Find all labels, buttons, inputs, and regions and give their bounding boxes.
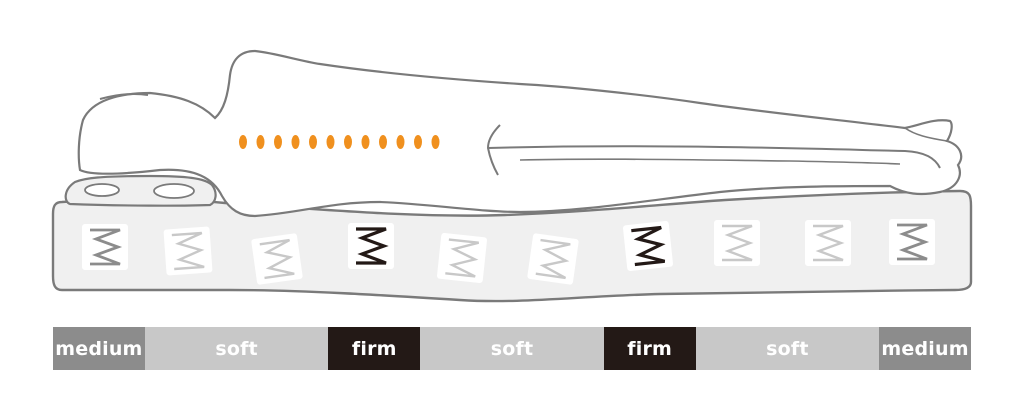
pillow-hole (84, 183, 120, 197)
spring-coil-soft (251, 233, 303, 285)
zone-soft: soft (420, 327, 604, 370)
spine-dot (414, 135, 422, 149)
zone-soft: soft (144, 327, 329, 370)
spring-coil-soft (437, 233, 487, 283)
zone-medium: medium (879, 327, 971, 370)
zone-firm: firm (328, 327, 421, 370)
spine-dot (309, 135, 317, 149)
spine-dot (326, 135, 335, 149)
spine-alignment-dots (239, 135, 440, 149)
zone-soft: soft (695, 327, 880, 370)
spine-dot (379, 135, 387, 149)
spring-coil-soft (527, 233, 579, 285)
zone-medium: medium (53, 327, 145, 370)
spine-dot (431, 135, 440, 149)
zone-firm: firm (603, 327, 696, 370)
spring-coil-soft (163, 226, 213, 276)
spine-dot (291, 135, 300, 149)
pillow-hole (153, 183, 195, 199)
arm-outline (487, 145, 941, 169)
spring-coil-medium (82, 224, 128, 270)
spring-coils (82, 219, 935, 285)
leg-line (519, 158, 901, 165)
spring-coil-soft (714, 220, 760, 266)
spring-coil-firm (348, 223, 394, 269)
body-outline (77, 49, 963, 218)
elbow-outline (486, 124, 501, 176)
spring-coil-medium (889, 219, 935, 265)
spring-coil-soft (805, 220, 851, 266)
spring-coil-firm (623, 221, 673, 271)
hair-line (99, 93, 149, 100)
spine-dot (396, 135, 405, 149)
spine-dot (361, 135, 370, 149)
spine-dot (256, 135, 265, 149)
foot-line (904, 127, 948, 142)
spine-dot (274, 135, 282, 149)
spine-dot (344, 135, 352, 149)
spine-dot (239, 135, 247, 149)
